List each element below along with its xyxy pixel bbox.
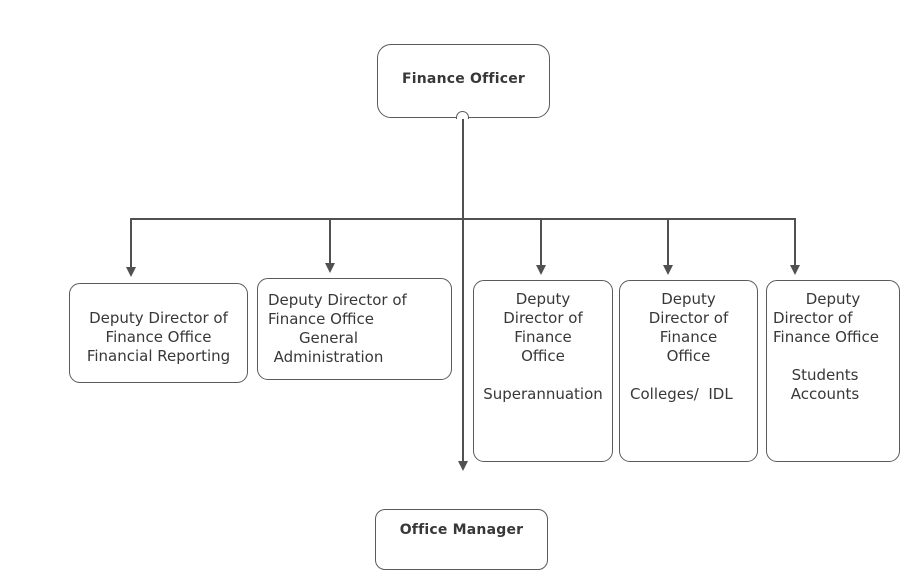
arrowhead-office-manager <box>457 461 468 471</box>
node-deputy-general-administration: Deputy Director of Finance Office Genera… <box>257 278 452 380</box>
arrowhead-branch-2 <box>324 263 335 273</box>
deputy-general-administration-line: Deputy Director of <box>268 291 407 309</box>
deputy-general-administration-line: Administration <box>273 348 384 366</box>
deputy-superannuation-line: Superannuation <box>483 385 603 403</box>
deputy-colleges-idl-line: Colleges/ IDL <box>630 385 733 403</box>
line-spacer <box>474 366 612 385</box>
line-spacer <box>620 366 757 385</box>
deputy-superannuation-line: Deputy <box>515 290 571 308</box>
connector-main-vertical <box>462 118 464 461</box>
deputy-students-accounts-line: Finance Office <box>773 328 879 346</box>
connector-horizontal-bus <box>130 218 796 220</box>
connection-point-notch <box>456 111 469 119</box>
deputy-financial-reporting-line: Financial Reporting <box>86 347 231 365</box>
node-finance-officer: Finance Officer <box>377 44 550 118</box>
arrowhead-branch-1 <box>125 267 136 277</box>
deputy-superannuation-line: Finance <box>514 328 572 346</box>
line-spacer <box>767 347 899 366</box>
node-deputy-colleges-idl: Deputy Director of Finance Office Colleg… <box>619 280 758 462</box>
node-deputy-superannuation: Deputy Director of Finance Office Supera… <box>473 280 613 462</box>
connector-branch-1 <box>130 218 132 267</box>
deputy-superannuation-line: Office <box>521 347 565 365</box>
finance-officer-label: Finance Officer <box>402 71 525 87</box>
deputy-colleges-idl-line: Director of <box>648 309 729 327</box>
office-manager-label: Office Manager <box>399 522 524 538</box>
arrowhead-branch-3 <box>535 265 546 275</box>
deputy-general-administration-line: General <box>298 329 359 347</box>
deputy-colleges-idl-line: Finance <box>659 328 718 346</box>
deputy-financial-reporting-line: Deputy Director of <box>89 309 228 327</box>
deputy-students-accounts-line: Students <box>791 366 859 384</box>
deputy-colleges-idl-line: Office <box>666 347 711 365</box>
arrowhead-branch-4 <box>662 265 673 275</box>
deputy-colleges-idl-line: Deputy <box>661 290 716 308</box>
deputy-students-accounts-line: Director of <box>773 309 853 327</box>
deputy-general-administration-line: Finance Office <box>268 310 374 328</box>
deputy-students-accounts-line: Deputy <box>805 290 861 308</box>
connector-branch-4 <box>667 218 669 265</box>
deputy-superannuation-line: Director of <box>503 309 583 327</box>
arrowhead-branch-5 <box>789 265 800 275</box>
node-deputy-financial-reporting: Deputy Director of Finance Office Financ… <box>69 283 248 383</box>
node-office-manager: Office Manager <box>375 509 548 570</box>
connector-branch-5 <box>794 218 796 265</box>
deputy-financial-reporting-line: Finance Office <box>105 328 212 346</box>
connector-branch-2 <box>329 218 331 263</box>
connector-branch-3 <box>540 218 542 265</box>
node-deputy-students-accounts: Deputy Director of Finance Office Studen… <box>766 280 900 462</box>
deputy-students-accounts-line: Accounts <box>790 385 860 403</box>
